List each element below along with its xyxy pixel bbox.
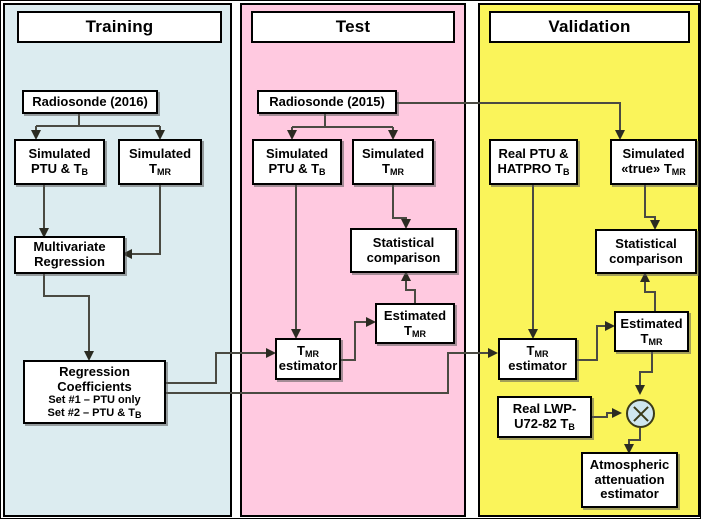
node-label-line1: Real PTU & — [498, 146, 569, 162]
node-tmr-estimator-test[interactable]: TMR estimator — [275, 338, 341, 380]
node-label-line2: U72-82 TB — [514, 416, 575, 432]
node-real-lwp-u72-82-tb[interactable]: Real LWP- U72-82 TB — [497, 396, 592, 438]
node-label-line2: HATPRO TB — [497, 161, 570, 177]
node-label-line1: Estimated — [620, 315, 683, 331]
node-label-line3: estimator — [600, 486, 659, 502]
node-label-line1: Simulated — [128, 146, 192, 162]
node-label-line1: Simulated — [28, 146, 91, 162]
node-label-line2: TMR — [149, 161, 171, 177]
node-label-line1: Regression — [59, 364, 130, 380]
node-estimated-tmr-validation[interactable]: Estimated TMR — [614, 311, 689, 352]
node-label-line1: TMR — [526, 343, 549, 360]
panel-title-validation: Validation — [489, 11, 690, 43]
node-simulated-tmr-test[interactable]: Simulated TMR — [352, 139, 434, 185]
node-multiplier-icon[interactable] — [626, 399, 655, 428]
node-label-line1: Real LWP- — [512, 401, 577, 417]
panel-title-test: Test — [251, 11, 455, 43]
node-tmr-estimator-validation[interactable]: TMR estimator — [498, 338, 577, 380]
node-label-line1: Statistical — [372, 234, 435, 250]
node-label-line1: Multivariate — [33, 239, 106, 255]
node-real-ptu-hatpro-tb[interactable]: Real PTU & HATPRO TB — [489, 139, 578, 185]
node-label-line2: TMR — [404, 322, 426, 339]
node-simulated-tmr-training[interactable]: Simulated TMR — [118, 139, 202, 185]
node-radiosonde-2016[interactable]: Radiosonde (2016) — [22, 90, 158, 114]
node-atmospheric-attenuation-estimator[interactable]: Atmospheric attenuation estimator — [581, 452, 678, 508]
node-statistical-comparison-test[interactable]: Statistical comparison — [350, 228, 457, 273]
node-simulated-true-tmr[interactable]: Simulated «true» TMR — [610, 139, 697, 185]
node-label-line1: Simulated — [622, 146, 685, 162]
node-simulated-ptu-tb-training[interactable]: Simulated PTU & TB — [14, 139, 105, 185]
node-label-line2: PTU & TB — [30, 161, 89, 177]
node-label-line2: comparison — [366, 249, 441, 265]
node-label: Radiosonde (2015) — [269, 93, 385, 109]
node-label-line4: Set #2 – PTU & TB — [47, 406, 142, 420]
node-statistical-comparison-validation[interactable]: Statistical comparison — [595, 229, 697, 274]
node-label-line2: attenuation — [594, 471, 665, 487]
node-label-line2: TMR — [382, 161, 404, 177]
node-label-line1: Simulated — [265, 146, 329, 162]
node-label-line2: TMR — [640, 330, 663, 347]
node-label-line1: Estimated — [383, 307, 447, 323]
node-simulated-ptu-tb-test[interactable]: Simulated PTU & TB — [252, 139, 342, 185]
node-label-line2: PTU & TB — [268, 161, 326, 177]
node-label-line1: TMR — [297, 343, 319, 360]
node-radiosonde-2015[interactable]: Radiosonde (2015) — [257, 90, 397, 114]
node-label: Radiosonde (2016) — [32, 93, 148, 109]
node-label-line2: comparison — [609, 250, 683, 266]
node-label-line1: Simulated — [361, 146, 425, 162]
node-label-line1: Atmospheric — [589, 457, 670, 473]
node-label-line2: Coefficients — [57, 378, 132, 394]
node-estimated-tmr-test[interactable]: Estimated TMR — [375, 303, 455, 344]
node-regression-coefficients[interactable]: Regression Coefficients Set #1 – PTU onl… — [23, 360, 166, 424]
node-label-line2: estimator — [508, 358, 567, 373]
node-label-line1: Statistical — [615, 235, 677, 251]
node-label-line2: «true» TMR — [621, 161, 686, 177]
node-label-line2: estimator — [278, 358, 338, 373]
node-label-line3: Set #1 – PTU only — [48, 394, 141, 407]
node-multivariate-regression[interactable]: Multivariate Regression — [14, 236, 125, 274]
panel-title-training: Training — [17, 11, 222, 43]
node-label-line2: Regression — [34, 254, 105, 269]
